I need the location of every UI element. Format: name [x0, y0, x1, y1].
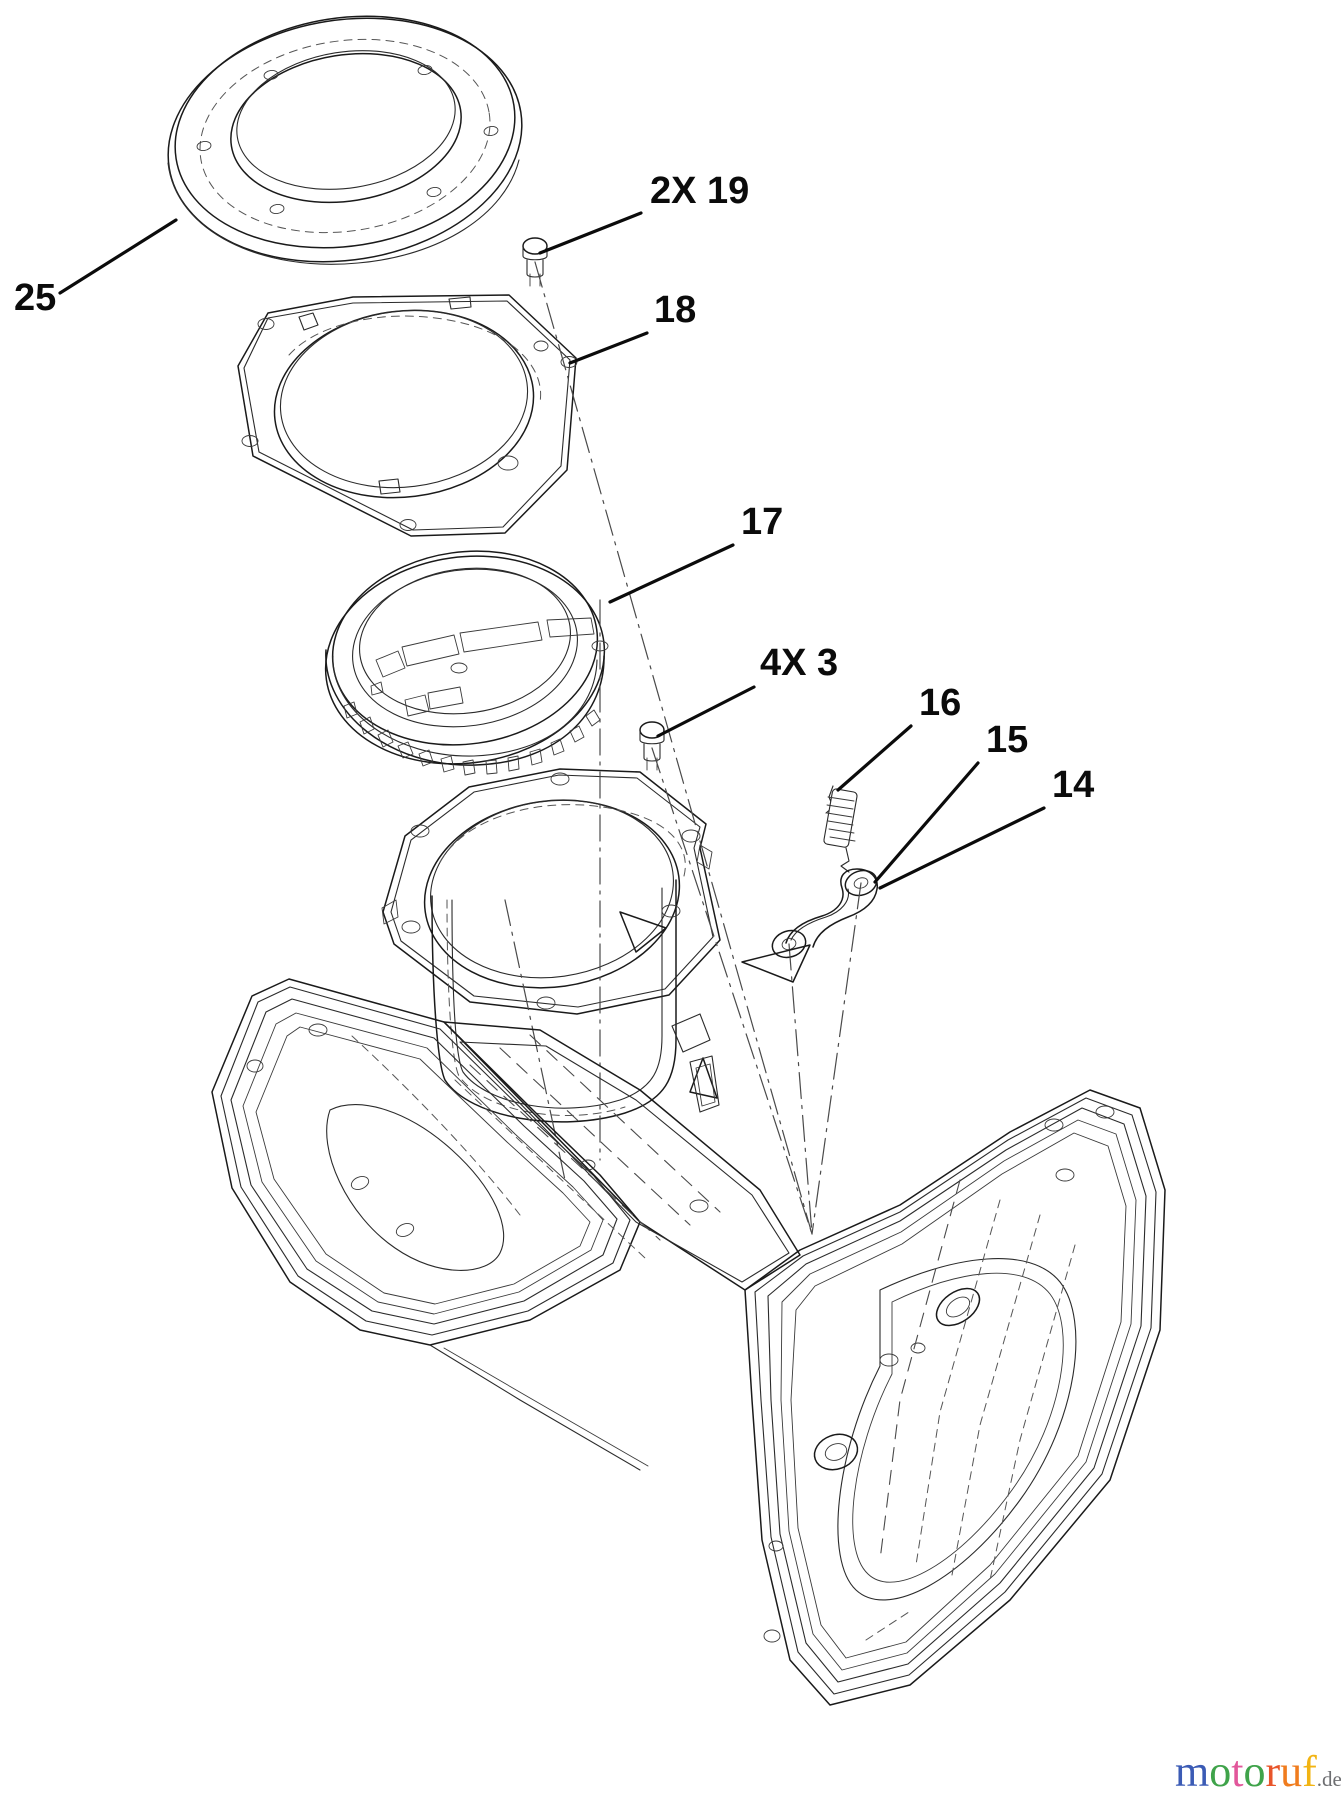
callout-19-label: 2X 19 — [650, 170, 749, 212]
callout-14-label: 14 — [1052, 764, 1094, 806]
callout-3-label: 4X 3 — [760, 642, 838, 684]
wm-letter-f: f — [1302, 1747, 1317, 1796]
part-17-gear-teeth — [343, 701, 601, 776]
part-16-spring-coils — [826, 796, 856, 842]
assembly-axis-lines — [504, 261, 862, 1235]
callout-18-label: 18 — [654, 289, 696, 331]
part-19-carriage-bolt — [522, 237, 548, 287]
motoruf-watermark: motoruf.de — [1175, 1746, 1341, 1797]
part-3-hex-bolt — [639, 721, 665, 771]
auger-housing-assembly — [211, 978, 1166, 1706]
leader-16 — [836, 724, 913, 792]
part-18-octagonal-mounting-plate — [237, 294, 578, 537]
leader-14 — [878, 806, 1046, 890]
wm-suffix: .de — [1316, 1767, 1341, 1791]
leader-25 — [58, 218, 178, 295]
leader-3 — [656, 685, 756, 738]
part-25-chute-cover-ring — [167, 15, 523, 265]
wm-letter-o1: o — [1209, 1747, 1232, 1796]
part-15-chute-latch-lever — [771, 868, 878, 959]
callout-leaders — [58, 211, 1046, 890]
wm-letter-o2: o — [1243, 1747, 1266, 1796]
wm-letter-t: t — [1231, 1747, 1244, 1796]
callout-labels: 25 2X 19 18 17 4X 3 16 15 14 — [14, 170, 1094, 806]
wm-letter-r: r — [1265, 1747, 1281, 1796]
leader-19 — [538, 211, 643, 255]
callout-17-label: 17 — [741, 501, 783, 543]
part-17-inner-ribs — [375, 617, 595, 678]
part-25-mounting-bosses — [196, 64, 499, 215]
leader-15 — [873, 761, 980, 884]
part-17-geared-chute-ring — [324, 550, 609, 776]
callout-16-label: 16 — [919, 682, 961, 724]
callout-15-label: 15 — [986, 719, 1028, 761]
leader-18 — [568, 331, 649, 365]
leader-17 — [608, 543, 735, 604]
wm-letter-u: u — [1280, 1747, 1303, 1796]
wm-letter-m: m — [1175, 1747, 1210, 1796]
part-16-extension-spring — [823, 785, 858, 873]
callout-25-label: 25 — [14, 277, 56, 319]
